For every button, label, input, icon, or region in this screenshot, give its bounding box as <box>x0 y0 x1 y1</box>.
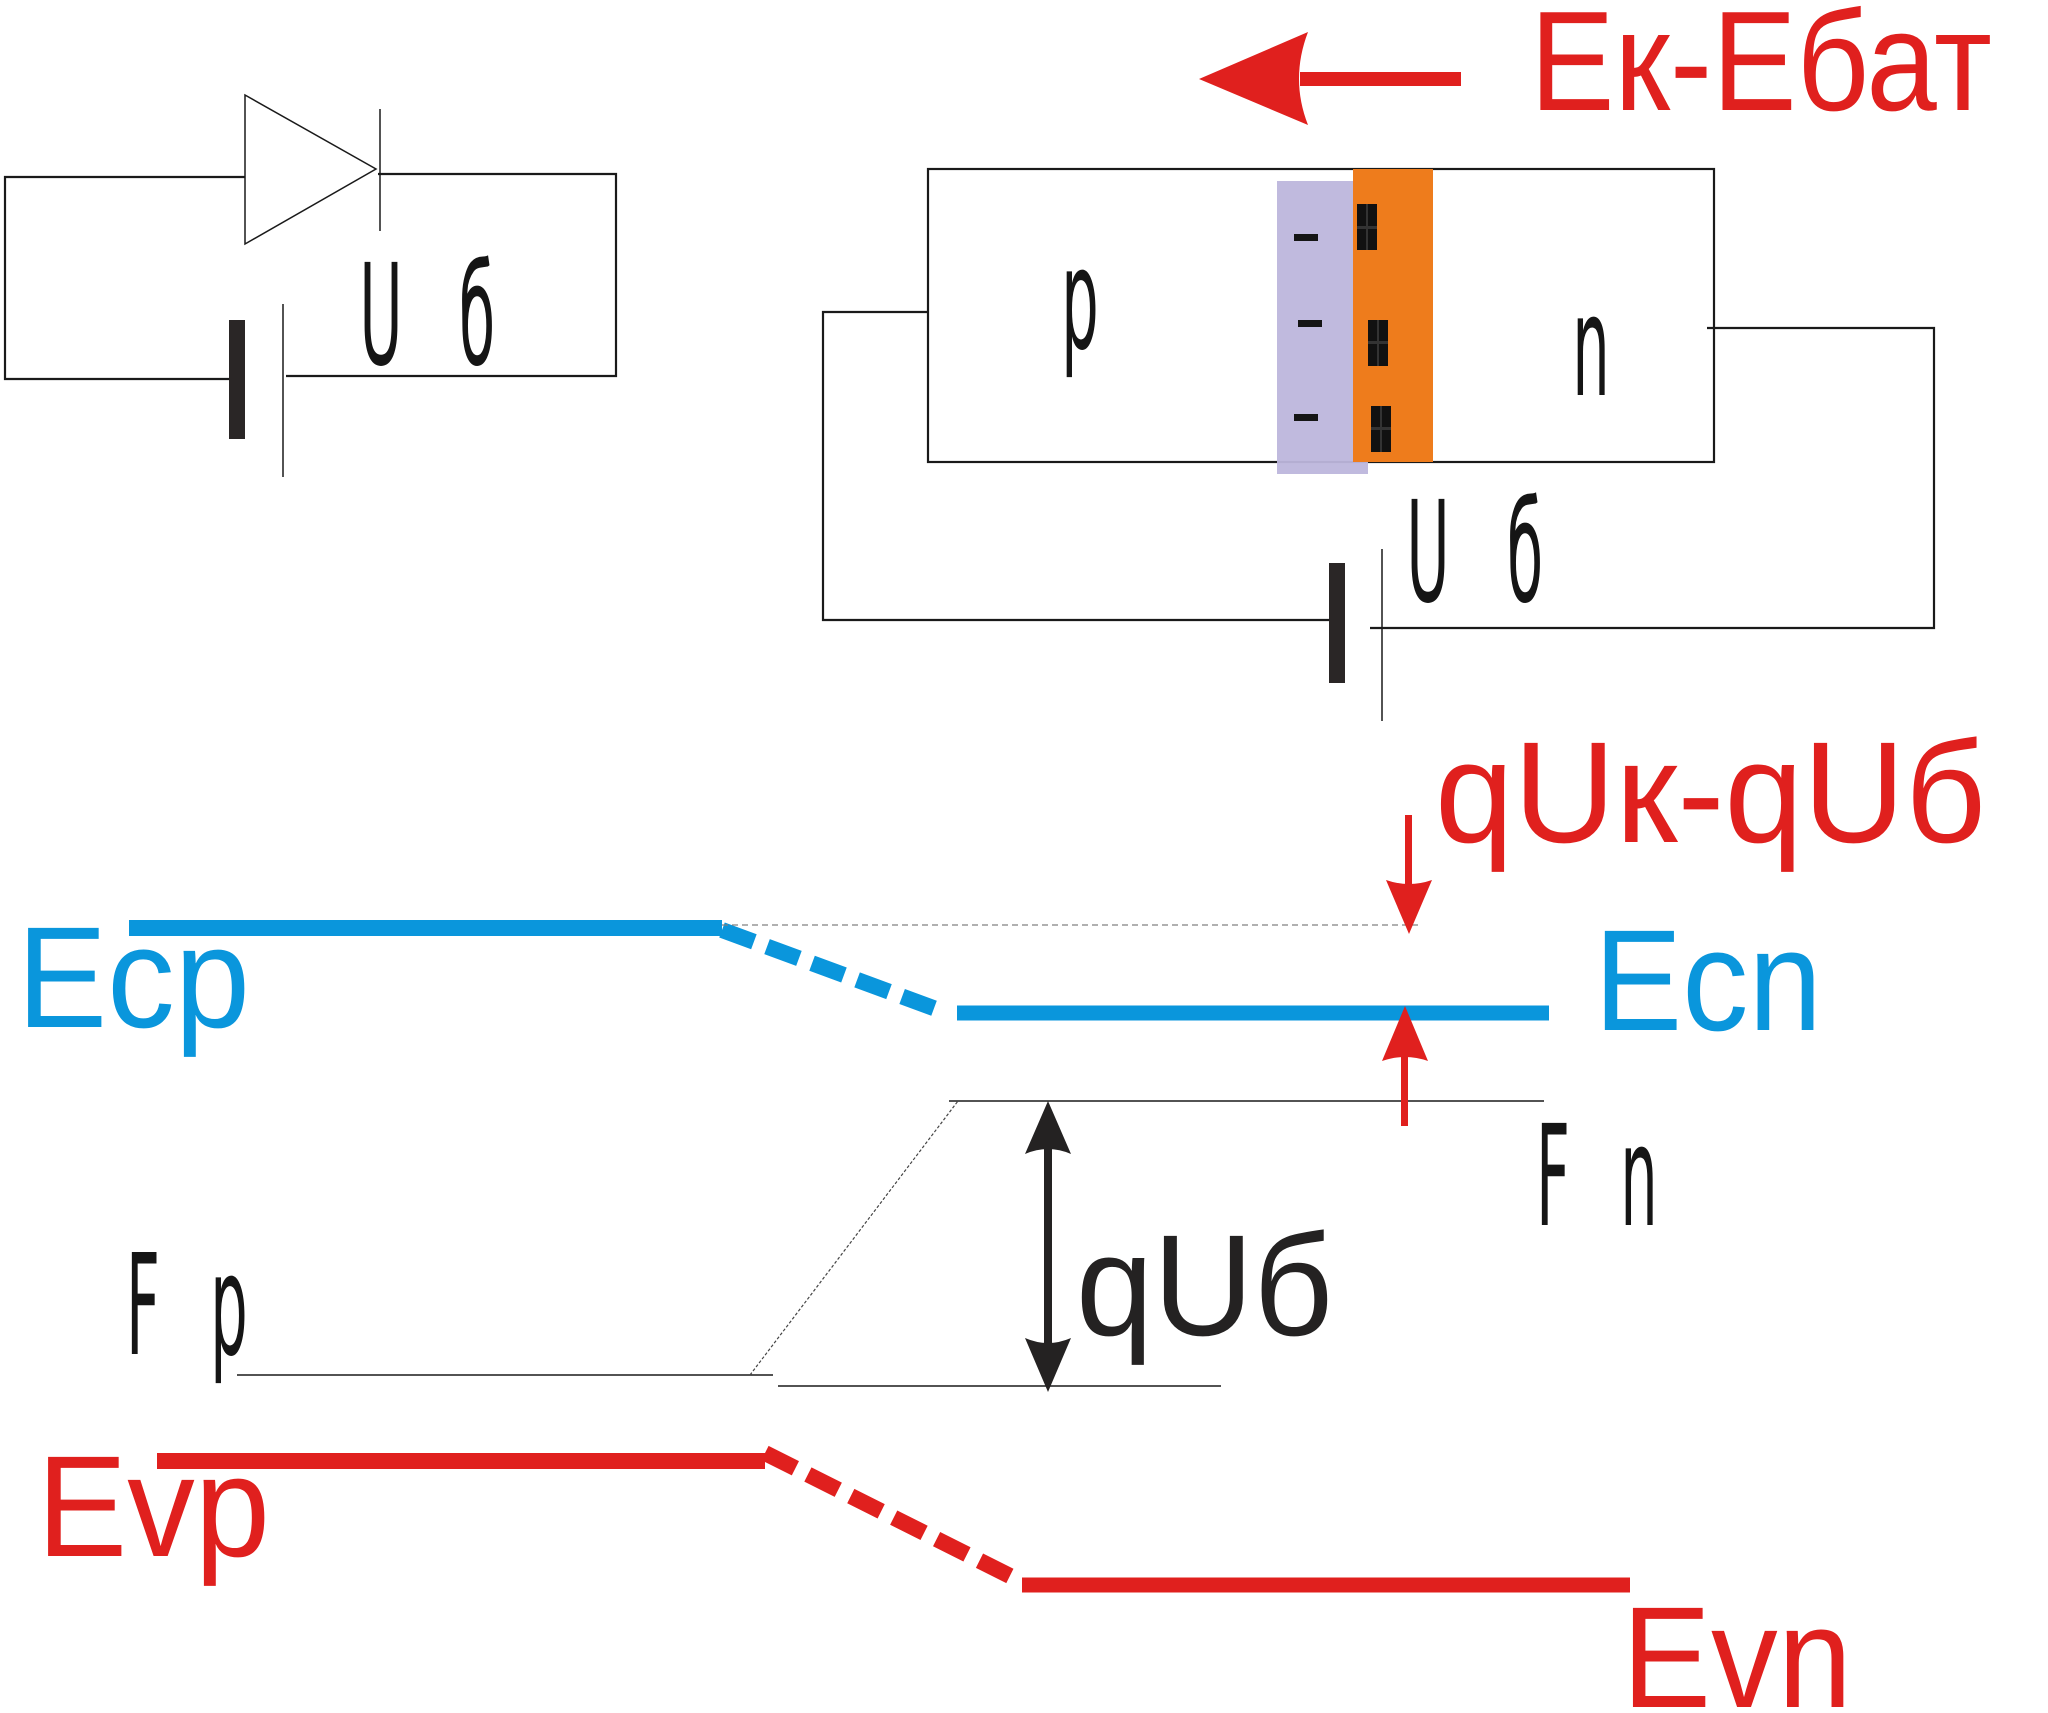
negative-charge-icon <box>1294 414 1318 421</box>
wire-left-loop <box>3 175 245 381</box>
bias-double-arrow-icon <box>1025 1101 1071 1392</box>
diode-icon <box>244 93 378 246</box>
n-region-label: n <box>1572 266 1609 429</box>
barrier-arrow-down-icon <box>1386 815 1432 934</box>
energy-band-diagram: Ecp Ecn Evp Evn qUк-qUб qUб F p F n <box>17 712 1986 1713</box>
fermi-p-label-main: F <box>126 1225 160 1388</box>
p-region-label: p <box>1061 219 1098 382</box>
conduction-band-slope <box>719 922 950 1021</box>
fermi-n-label-main: F <box>1536 1096 1570 1259</box>
field-indicator: Ек-Ебат <box>1199 0 1992 141</box>
battery-voltage-label-u: U <box>1406 472 1449 635</box>
field-arrow-shaft <box>1300 72 1461 86</box>
pn-junction-block: p n U б <box>821 167 1936 721</box>
wire-p-side <box>821 310 1345 622</box>
fermi-n-label-sub: n <box>1620 1096 1657 1259</box>
ec-p-label: Ecp <box>17 897 250 1058</box>
negative-charge-icon <box>1294 234 1318 241</box>
positive-charge-icon <box>1368 320 1388 366</box>
battery-voltage-label-sub: б <box>459 235 495 398</box>
positive-charge-icon <box>1357 204 1377 250</box>
battery-thick-plate <box>1329 563 1345 683</box>
valence-band-slope <box>761 1445 1026 1590</box>
field-label: Ек-Ебат <box>1530 0 1992 141</box>
fermi-level-slope <box>749 1100 959 1376</box>
wire-n-side <box>1370 326 1936 630</box>
barrier-arrow-up-icon <box>1382 1006 1428 1126</box>
depletion-region-p <box>1277 181 1368 474</box>
battery-thick-plate <box>229 320 245 439</box>
ev-p-label: Evp <box>37 1426 270 1587</box>
bias-label: qUб <box>1076 1205 1333 1366</box>
barrier-label: qUк-qUб <box>1435 712 1986 873</box>
positive-charge-icon <box>1371 406 1391 452</box>
battery-voltage-label-u: U <box>359 235 402 398</box>
battery-voltage-label-sub: б <box>1507 472 1543 635</box>
negative-charge-icon <box>1298 320 1322 327</box>
fermi-p-label-sub: p <box>210 1225 247 1388</box>
field-arrow-left-icon <box>1199 32 1308 125</box>
wire-right-loop <box>286 172 618 378</box>
simple-diode-circuit: U б <box>3 93 618 477</box>
ev-n-label: Evn <box>1622 1577 1852 1713</box>
ec-n-label: Ecn <box>1594 900 1822 1061</box>
